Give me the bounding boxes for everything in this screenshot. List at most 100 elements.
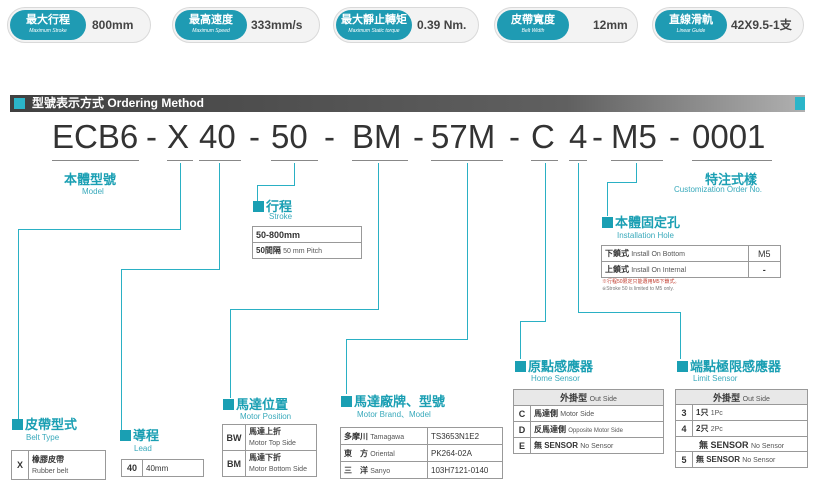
limit-header-en: Out Side: [742, 395, 770, 403]
connector: [520, 321, 521, 359]
underline: [531, 160, 558, 161]
table-row: 50-800mm: [252, 226, 362, 243]
home-option: 反馬達側: [534, 425, 566, 434]
hole-internal-en: Install On Internal: [631, 267, 687, 274]
home-option-en: Motor Side: [560, 411, 595, 418]
table-row: 上鎖式 Install On Internal-: [601, 261, 782, 278]
underline: [611, 160, 663, 161]
connector: [607, 182, 637, 183]
motor-brand-title-text: 馬達廠牌、型號: [354, 394, 446, 409]
limit-header: 外掛型: [713, 392, 741, 403]
table-row: 三 洋 Sanyo 103H7121-0140: [340, 461, 503, 479]
connector: [180, 163, 181, 229]
stroke-subtitle: Stroke: [269, 212, 293, 221]
lead-title-text: 導程: [133, 428, 160, 443]
connector: [520, 321, 546, 322]
code-dash: -: [324, 118, 335, 155]
home-title-text: 原點感應器: [528, 359, 594, 374]
code-belt: X: [167, 118, 190, 155]
motor-brand-name: 多摩川: [344, 431, 368, 441]
belt-code: X: [11, 450, 29, 480]
home-code: E: [513, 437, 531, 454]
motor-brand-name-en: Tamagawa: [370, 433, 405, 441]
limit-option: 1只: [696, 408, 709, 417]
connector: [680, 312, 681, 359]
home-title: 原點感應器: [515, 356, 593, 375]
lead-subtitle: Lead: [134, 444, 152, 453]
motor-brand-title: 馬達廠牌、型號: [341, 391, 445, 410]
hole-title-text: 本體固定孔: [615, 215, 681, 230]
limit-subtitle: Limit Sensor: [693, 374, 738, 383]
home-code: C: [513, 405, 531, 422]
spec-value: 333mm/s: [251, 18, 303, 32]
spec-value: 0.39 Nm.: [417, 18, 467, 32]
hole-subtitle: Installation Hole: [617, 231, 674, 240]
square-marker-icon: [602, 217, 613, 228]
hole-note-cn: ※行程50限定只能選用M5下鎖式。: [602, 279, 680, 285]
connector: [230, 309, 231, 398]
code-dash: -: [413, 118, 424, 155]
code-model: ECB6: [52, 118, 139, 155]
motor-pos-subtitle: Motor Position: [240, 412, 292, 421]
connector: [121, 269, 122, 430]
stroke-pitch-en: 50 mm Pitch: [283, 248, 323, 255]
square-marker-icon: [515, 361, 526, 372]
motor-brand-model: PK264-02A: [427, 444, 503, 462]
hole-internal-value: -: [747, 261, 782, 278]
connector: [257, 185, 295, 186]
square-marker-icon: [677, 361, 688, 372]
code-home: C: [531, 118, 555, 155]
connector: [346, 339, 468, 340]
limit-option-en: No Sensor: [742, 457, 776, 464]
motor-pos-code: BM: [222, 450, 246, 477]
home-code: D: [513, 421, 531, 438]
section-header: 型號表示方式 Ordering Method: [10, 95, 805, 112]
connector: [257, 185, 258, 202]
motor-pos-name: 馬達上折: [249, 427, 281, 436]
motor-pos-title: 馬達位置: [223, 394, 288, 413]
section-marker-icon: [14, 98, 25, 109]
stroke-title: 行程: [253, 196, 292, 215]
motor-brand-name-en: Sanyo: [370, 467, 391, 475]
belt-title: 皮帶型式: [12, 414, 77, 433]
motor-brand-name: 三 洋: [344, 465, 368, 475]
underline: [199, 160, 241, 161]
lead-table: 40 40mm: [121, 459, 204, 477]
connector: [121, 269, 220, 270]
belt-title-text: 皮帶型式: [25, 417, 78, 432]
home-option-en: No Sensor: [580, 443, 614, 450]
code-motor-pos: BM: [352, 118, 402, 155]
limit-option-en: No Sensor: [750, 442, 785, 450]
belt-subtitle: Belt Type: [26, 433, 60, 442]
table-row: 外掛型 Out Side: [513, 389, 664, 406]
connector: [607, 182, 608, 216]
motor-brand-name-en: Oriental: [370, 450, 395, 458]
limit-option-en: 1Pc: [710, 410, 723, 417]
home-option-en: Opposite Motor Side: [568, 428, 623, 434]
square-marker-icon: [341, 396, 352, 407]
home-subtitle: Home Sensor: [531, 374, 580, 383]
underline: [167, 160, 193, 161]
code-limit: 4: [569, 118, 588, 155]
connector: [294, 163, 295, 185]
motor-brand-model: 103H7121-0140: [427, 461, 503, 479]
